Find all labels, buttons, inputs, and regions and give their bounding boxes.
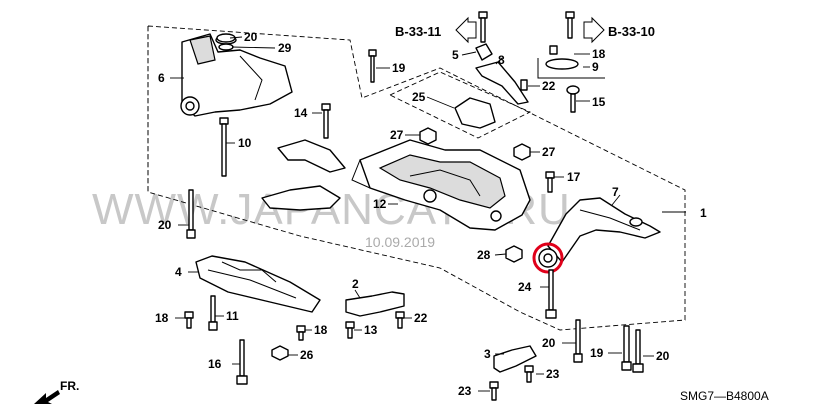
watermark-date: 10.09.2019	[365, 234, 435, 250]
leader-lines	[170, 36, 686, 392]
arrow-left-icon	[455, 16, 477, 44]
plate-9	[545, 58, 579, 70]
control-arm-7	[538, 197, 661, 268]
callout-1: 1	[700, 206, 707, 220]
ref-label-b3311[interactable]: B-33-11	[395, 24, 441, 39]
bolt-20-center	[573, 319, 583, 363]
bolt-18-upper	[565, 11, 575, 39]
nut-28	[505, 245, 523, 263]
inset-box-24	[388, 71, 532, 139]
callout-25: 20	[244, 30, 258, 44]
subframe-1	[351, 139, 531, 231]
bolt-21	[520, 79, 528, 91]
bolt-19-upper	[368, 49, 377, 83]
callout-19-right: 19	[590, 346, 604, 360]
bolt-19-right	[621, 325, 632, 371]
callout-18-left: 18	[155, 311, 169, 325]
ref-label-b3310[interactable]: B-33-10	[608, 24, 655, 39]
stay-plate-upper	[277, 139, 346, 173]
callout-numbers: 20 29 6 19 10 20 14 27 12 25 5 8 22 15 2…	[155, 30, 707, 398]
ref-arrow-b3310[interactable]: B-33-10	[583, 16, 655, 44]
callout-10: 10	[238, 136, 252, 150]
plate-4	[195, 255, 321, 313]
bolt-20-right	[632, 329, 644, 373]
bolt-17	[545, 171, 555, 193]
front-label: FR.	[60, 379, 79, 393]
callout-3: 3	[484, 347, 491, 361]
bolt-10	[219, 117, 229, 177]
bolt-22-mid	[395, 311, 405, 329]
stay-8	[475, 61, 529, 105]
callout-20-left: 20	[158, 218, 172, 232]
front-indicator: FR.	[34, 379, 79, 404]
ref-box-9	[537, 58, 605, 79]
bolt-14	[321, 103, 331, 139]
bolt-22-right	[524, 365, 534, 383]
highlight-circle	[532, 242, 564, 274]
callout-16: 16	[208, 357, 222, 371]
bolt-16	[236, 339, 248, 385]
callout-8: 8	[498, 53, 505, 67]
bolt-13	[345, 321, 355, 339]
ref-arrow-b3311[interactable]: B-33-11	[395, 16, 477, 44]
bolt-18-mid	[296, 325, 306, 341]
callout-15: 15	[592, 95, 606, 109]
bolt-11	[208, 295, 218, 331]
callout-20-right: 20	[656, 349, 670, 363]
callout-18-upper: 18	[592, 47, 606, 61]
stay-plate-lower	[261, 185, 341, 211]
callout-27-right: 27	[542, 145, 556, 159]
assembly-boundary	[147, 25, 686, 331]
callout-7: 7	[612, 185, 619, 199]
washer-29	[218, 43, 234, 51]
plate-3	[493, 345, 537, 373]
callout-21: 22	[542, 79, 556, 93]
nut-27-right	[513, 143, 531, 161]
bolt-23	[545, 269, 557, 319]
drawing-code: SMG7—B4800A	[680, 389, 769, 403]
front-arrow-icon	[34, 390, 60, 404]
callout-24: 25	[412, 90, 426, 104]
callout-4: 4	[175, 265, 182, 279]
callout-19-upper: 19	[392, 61, 406, 75]
callout-22-low: 23	[458, 384, 472, 398]
bolt-15	[566, 85, 580, 113]
callout-27-upper: 27	[390, 128, 404, 142]
callout-26: 26	[300, 348, 314, 362]
bolt-18-small	[549, 45, 558, 55]
callout-22-right: 23	[546, 367, 560, 381]
bolt-18-left	[184, 311, 194, 329]
callout-29: 29	[278, 41, 292, 55]
callout-17: 17	[567, 170, 581, 184]
callout-2: 2	[352, 277, 359, 291]
callout-20-center: 20	[542, 336, 556, 350]
arrow-right-icon	[583, 16, 605, 44]
callout-11: 11	[226, 309, 239, 323]
callout-13: 13	[364, 323, 378, 337]
callout-18-mid: 18	[314, 323, 328, 337]
nut-26	[271, 345, 289, 361]
callout-22-mid: 22	[414, 311, 428, 325]
nut-27-upper	[419, 127, 437, 145]
callout-9: 9	[592, 60, 599, 74]
callout-23: 24	[518, 280, 532, 294]
callout-28: 28	[477, 248, 491, 262]
plate-2	[345, 291, 405, 317]
bracket-24	[454, 97, 496, 129]
callout-14: 14	[294, 106, 308, 120]
bolt-20-left	[186, 189, 196, 239]
bolt-5-assembly	[475, 11, 493, 61]
callout-6: 6	[158, 71, 165, 85]
bracket-6	[180, 33, 293, 117]
bolt-22-low	[489, 381, 499, 401]
callout-5: 5	[452, 48, 459, 62]
callout-12: 12	[373, 197, 387, 211]
